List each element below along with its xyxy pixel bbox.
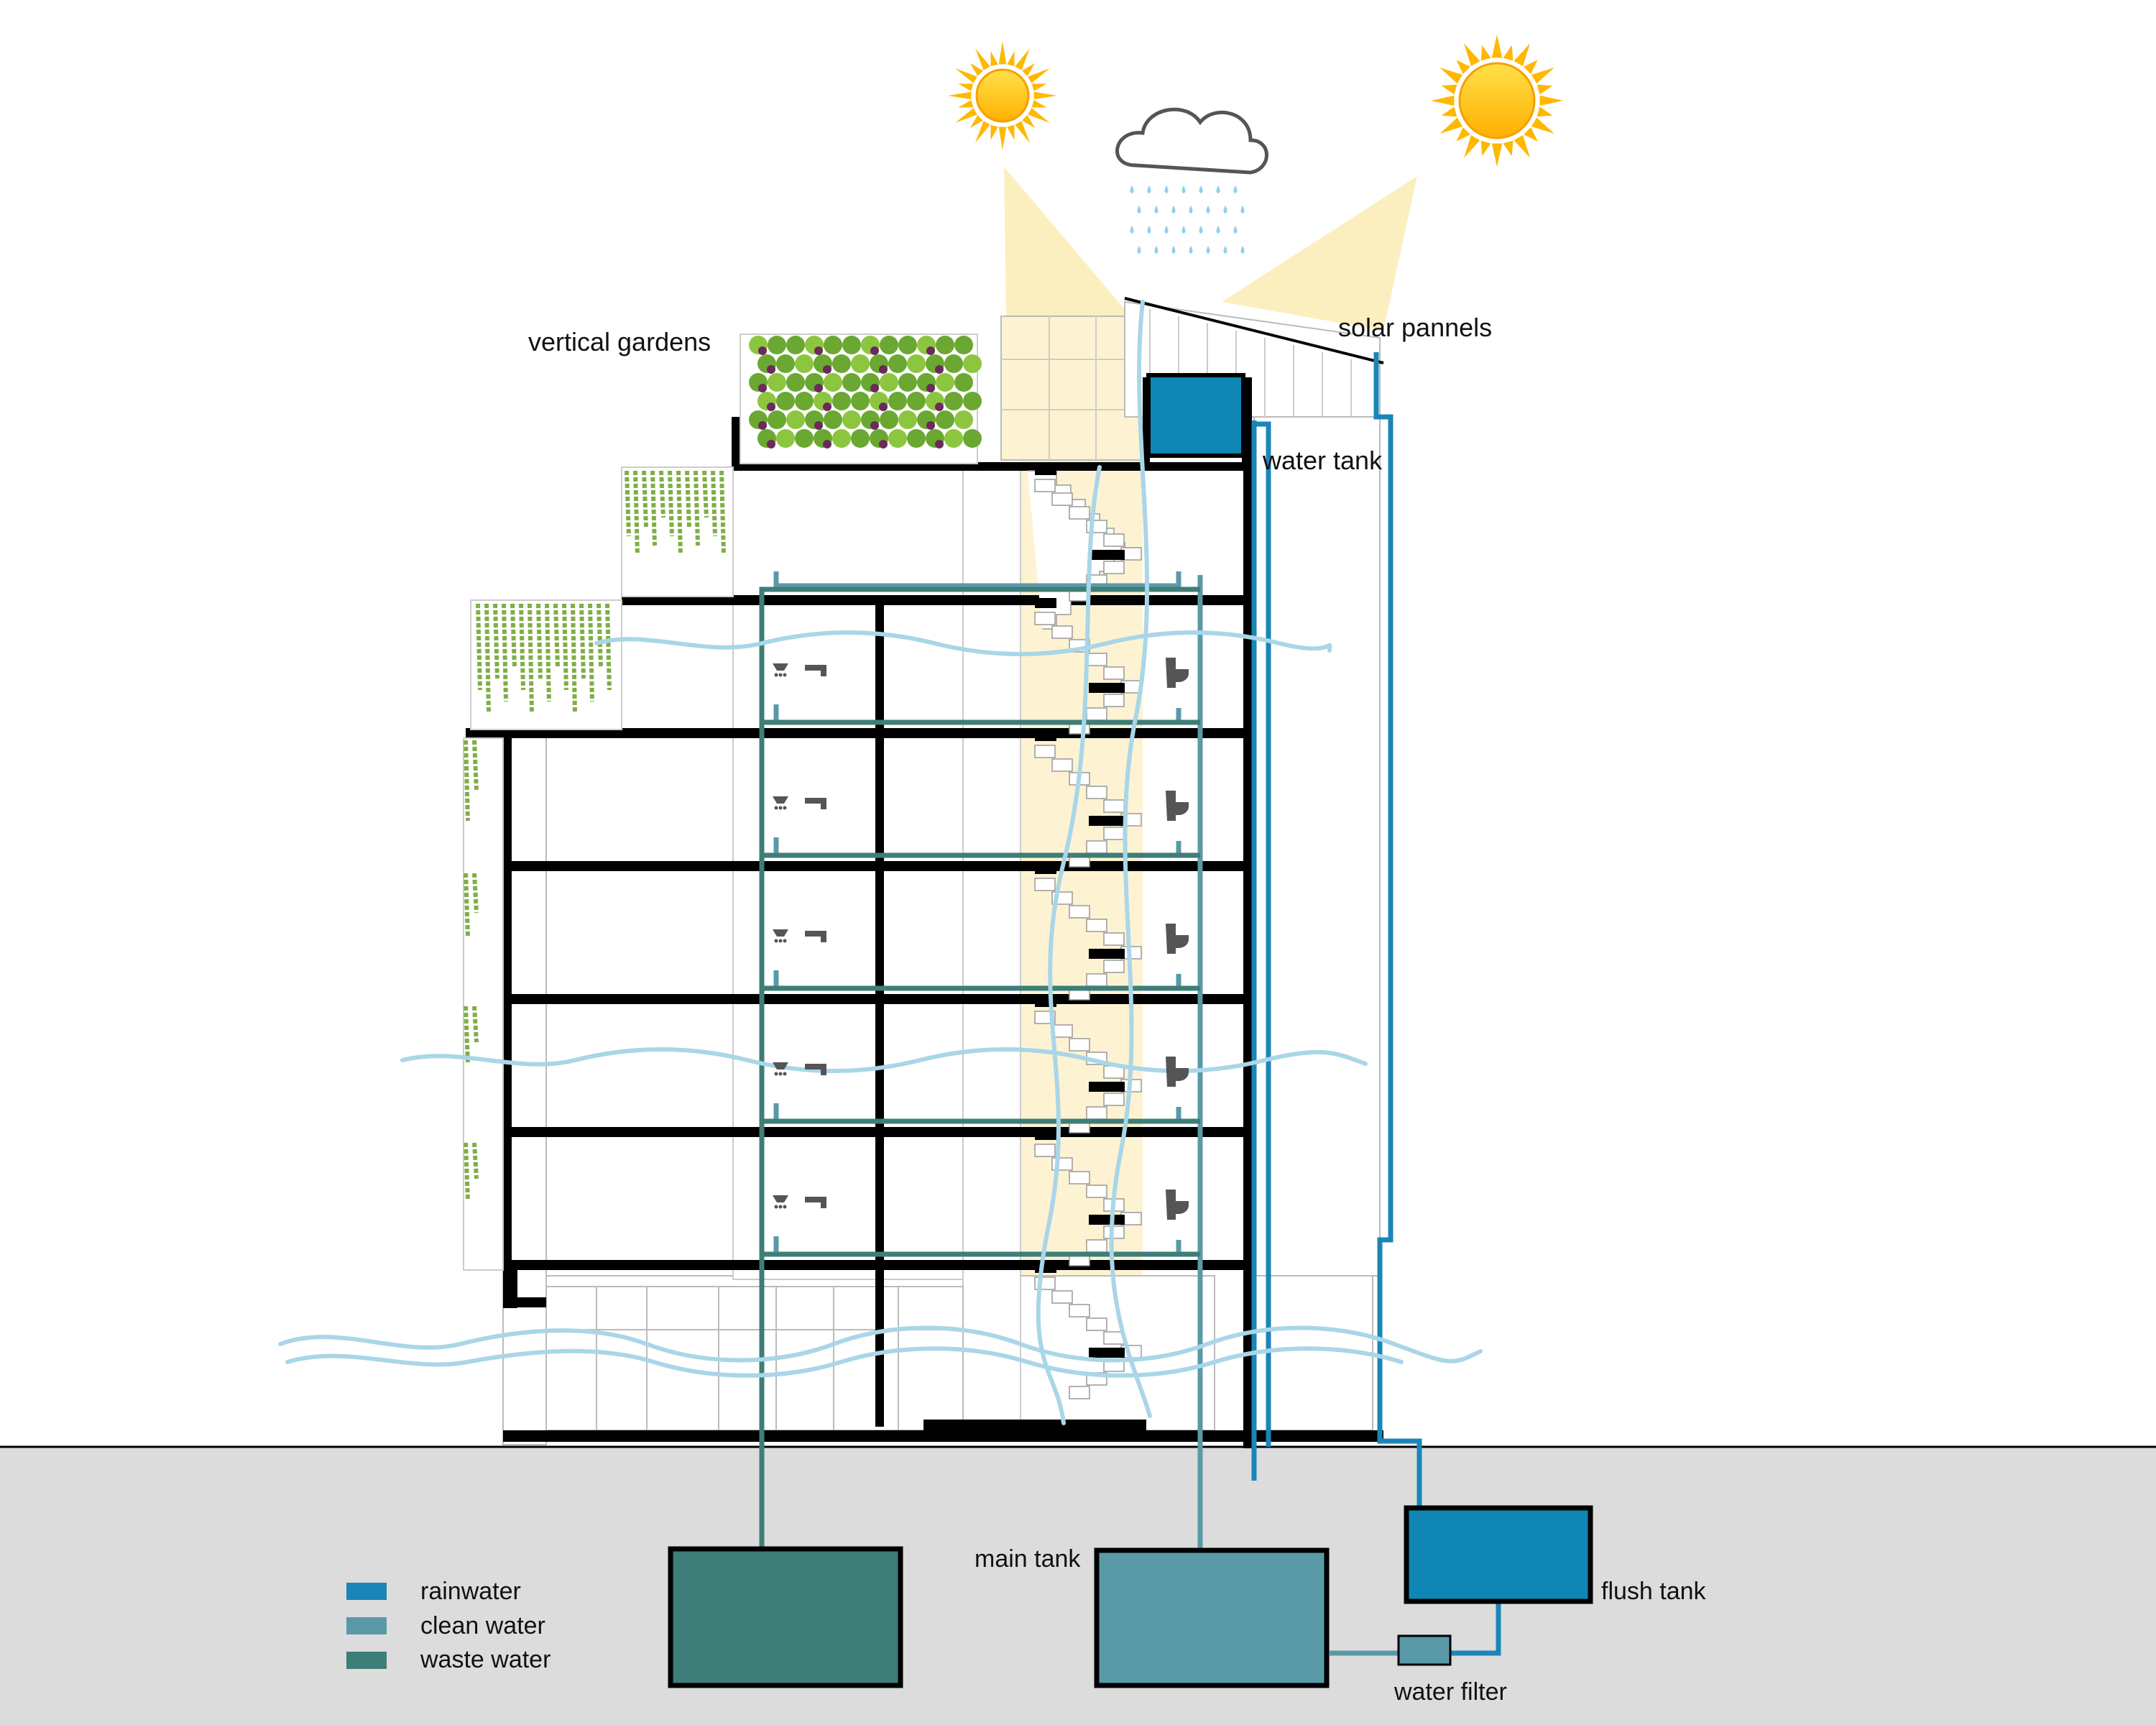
flush-tank [1404, 1505, 1593, 1604]
waste-water-pipes [759, 586, 1200, 1549]
sun-icon [948, 41, 1057, 150]
bathroom-fixtures [773, 658, 1189, 1220]
water-filter [1397, 1634, 1452, 1666]
legend-label-rainwater: rainwater [420, 1578, 521, 1605]
rooftop-water-tank [1146, 373, 1245, 458]
legend: rainwater clean water waste water [346, 1578, 550, 1673]
grape-vine-icon [749, 336, 982, 448]
legend-swatch-rainwater [346, 1583, 387, 1600]
sunlight-beam-right [1222, 176, 1417, 331]
label-water-filter: water filter [1393, 1678, 1507, 1706]
legend-label-waste-water: waste water [420, 1646, 550, 1673]
sun-icon [1431, 34, 1563, 167]
legend-swatch-clean-water [346, 1617, 387, 1634]
ground [0, 1447, 2156, 1725]
cloud-rain-icon [1115, 107, 1268, 254]
waste-water-tank [668, 1546, 903, 1688]
label-flush-tank: flush tank [1601, 1578, 1707, 1605]
label-vertical-gardens: vertical gardens [528, 327, 711, 356]
rainwater-pipes [1251, 352, 1501, 1656]
hanging-plant-icon [464, 470, 726, 1201]
label-main-tank: main tank [975, 1545, 1081, 1573]
legend-swatch-waste-water [346, 1652, 387, 1669]
label-solar-panels: solar pannels [1338, 313, 1492, 342]
wind-flows [278, 300, 1483, 1425]
label-water-tank: water tank [1262, 446, 1383, 475]
main-tank [1094, 1547, 1330, 1688]
stair-core-glazing [1000, 316, 1146, 461]
legend-label-clean-water: clean water [420, 1612, 545, 1639]
sunlight-beam-left [1004, 167, 1143, 331]
